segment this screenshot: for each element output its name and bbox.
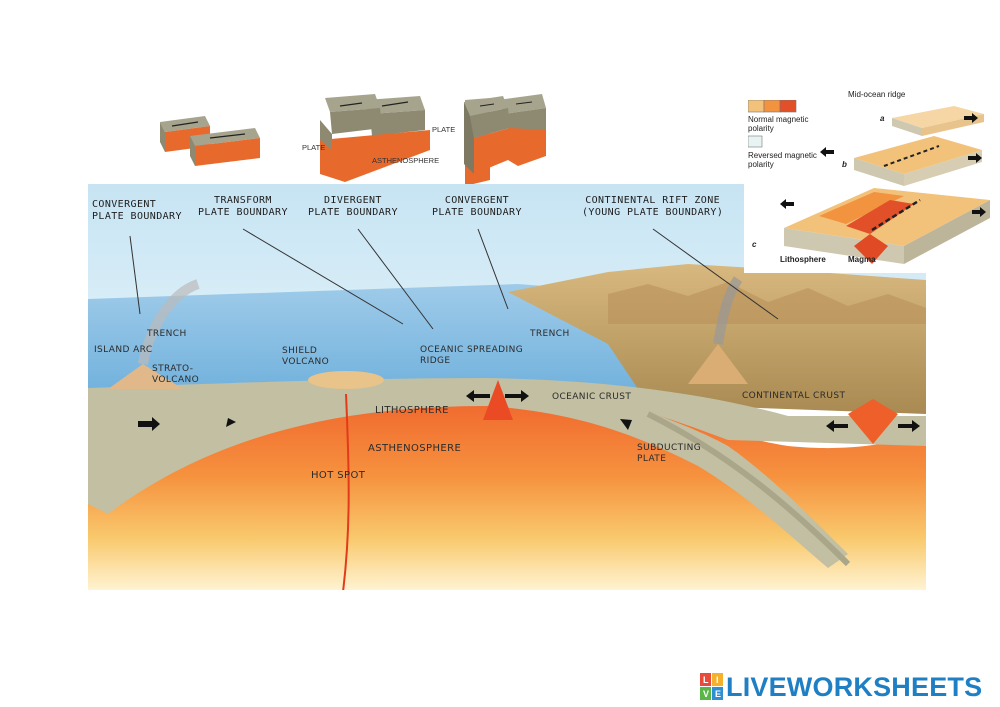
label-stratovolcano: STRATO- VOLCANO [152, 364, 200, 385]
label-shield-volcano: SHIELD VOLCANO [282, 346, 330, 367]
label-spreading-ridge: OCEANIC SPREADING RIDGE [420, 345, 524, 366]
inset-label-a: a [880, 114, 885, 123]
inset-legend-swatches [748, 100, 797, 148]
inset-reversed-polarity: Reversed magnetic polarity [748, 151, 817, 169]
logo-letter-i: I [716, 675, 719, 685]
label-transform-boundary: TRANSFORM PLATE BOUNDARY [198, 195, 288, 218]
label-trench-1: TRENCH [147, 329, 187, 339]
magnetic-polarity-inset: Normal magnetic polarity Reversed magnet… [744, 88, 994, 273]
inset-label-b: b [842, 160, 847, 169]
inset-label-c: c [752, 240, 757, 249]
inset-ridge-blocks [780, 106, 990, 264]
label-island-arc: ISLAND ARC [94, 345, 153, 355]
label-continental-crust: CONTINENTAL CRUST [742, 391, 846, 401]
label-lithosphere: LITHOSPHERE [375, 405, 449, 416]
plate-motion-arrows [138, 390, 920, 432]
divergent-block [320, 94, 430, 182]
label-convergent-boundary-1: CONVERGENT PLATE BOUNDARY [92, 199, 182, 222]
inset-magma: Magma [848, 255, 876, 264]
label-oceanic-crust: OCEANIC CRUST [552, 392, 632, 402]
inset-title: Mid-ocean ridge [848, 90, 906, 99]
logo-letter-e: E [715, 689, 721, 699]
liveworksheets-logo: L I V E LIVEWORKSHEETS [700, 672, 982, 702]
plate-block-diagrams [160, 94, 490, 186]
block-label-plate-left: PLATE [302, 143, 326, 152]
label-convergent-boundary-2: CONVERGENT PLATE BOUNDARY [432, 195, 522, 218]
inset-normal-polarity: Normal magnetic polarity [748, 115, 809, 133]
block-label-plate-right: PLATE [432, 125, 456, 134]
label-subducting-plate: SUBDUCTING PLATE [637, 443, 702, 464]
inset-lithosphere: Lithosphere [780, 255, 826, 264]
label-divergent-boundary: DIVERGENT PLATE BOUNDARY [308, 195, 398, 218]
logo-letter-v: V [703, 689, 709, 699]
label-continental-rift: CONTINENTAL RIFT ZONE (YOUNG PLATE BOUND… [582, 195, 724, 218]
label-asthenosphere: ASTHENOSPHERE [368, 443, 462, 454]
liveworksheets-logo-icon: L I V E [700, 673, 723, 700]
transform-block [160, 116, 260, 166]
label-trench-2: TRENCH [530, 329, 570, 339]
plate-block-convergent-full [464, 94, 546, 174]
brand-name: LIVEWORKSHEETS [726, 671, 983, 702]
logo-letter-l: L [703, 675, 709, 685]
block-label-asthenosphere: ASTHENOSPHERE [372, 156, 440, 165]
label-hot-spot: HOT SPOT [311, 470, 366, 481]
